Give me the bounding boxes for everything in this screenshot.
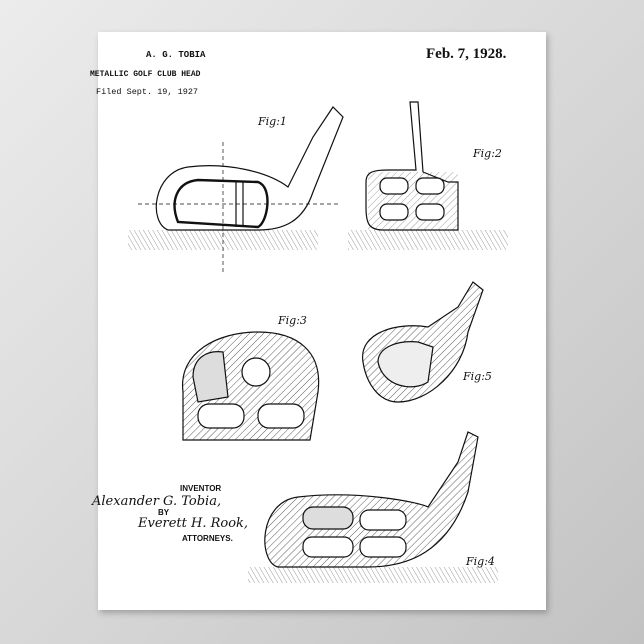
figure-4-drawing	[248, 432, 498, 583]
figure-3-label: Fig:3	[277, 314, 307, 327]
figure-5-drawing	[363, 282, 483, 402]
figure-2-drawing	[348, 102, 508, 250]
attorney-signature: Everett H. Rook,	[138, 516, 248, 531]
attorneys-label: ATTORNEYS.	[182, 534, 233, 543]
inventor-label: INVENTOR	[180, 484, 221, 493]
figure-2-label: Fig:2	[472, 147, 502, 160]
figure-5-label: Fig:5	[462, 370, 492, 383]
figure-4-label: Fig:4	[465, 555, 495, 568]
figure-1-drawing	[128, 107, 343, 272]
figure-1-label: Fig:1	[257, 115, 287, 128]
patent-poster: A. G. TOBIA METALLIC GOLF CLUB HEAD File…	[98, 32, 546, 610]
figure-3-drawing	[183, 332, 319, 440]
inventor-signature: Alexander G. Tobia,	[92, 494, 221, 509]
